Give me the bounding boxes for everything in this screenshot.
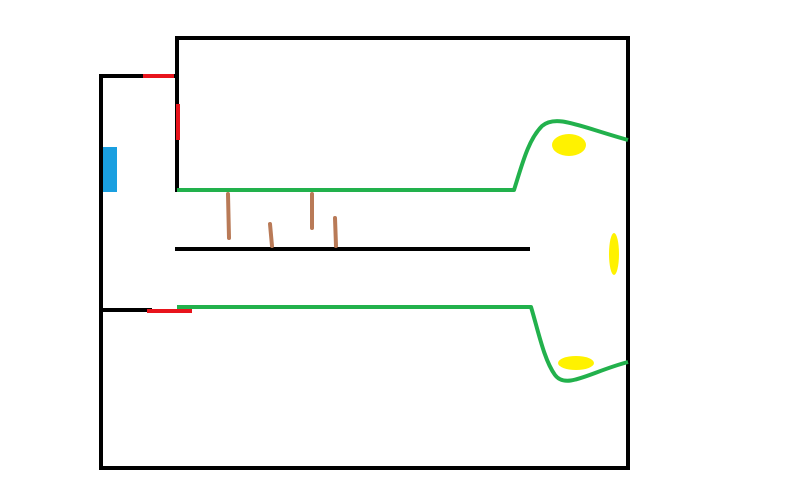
walls	[99, 36, 630, 470]
window	[103, 147, 117, 192]
light-right	[609, 233, 619, 275]
corridor-edges	[177, 119, 629, 383]
post	[333, 216, 338, 248]
post	[226, 192, 231, 240]
upper-right-wall	[175, 36, 630, 470]
left-outer-wall	[99, 74, 630, 470]
light-top	[552, 134, 586, 156]
post	[268, 222, 274, 248]
doors	[143, 74, 192, 313]
corridor-upper-edge	[177, 119, 629, 192]
posts	[226, 192, 338, 248]
light-bottom	[558, 356, 594, 370]
lights	[552, 134, 619, 370]
corridor-lower-edge	[177, 305, 629, 383]
